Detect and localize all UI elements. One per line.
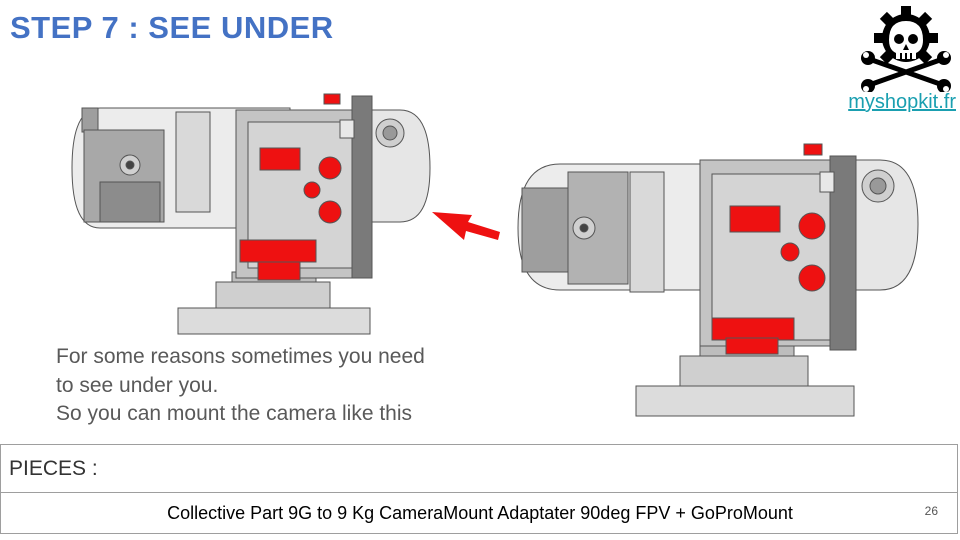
camera-mount-illustration [71, 93, 919, 417]
pieces-header-cell [0, 444, 958, 492]
parts-list-cell [0, 492, 958, 534]
gear-skull-wrench-logo-icon [861, 6, 951, 92]
mount-view-before [71, 93, 431, 335]
description-line: So you can mount the camera like this [56, 402, 413, 425]
description-line: to see under you. [56, 373, 219, 397]
parts-list-text: Collective Part 9G to 9 Kg CameraMount A… [167, 503, 793, 523]
description-text: For some reasons sometimes you need to s… [56, 343, 425, 429]
brand-link[interactable]: myshopkit.fr [848, 91, 956, 113]
page-number: 26 [924, 504, 938, 518]
mount-view-after [517, 143, 919, 417]
pieces-label: PIECES : [9, 457, 98, 480]
description-line: For some reasons sometimes you need [56, 345, 425, 368]
arrow-left-icon [432, 212, 500, 240]
slide-title: STEP 7 : SEE UNDER [10, 10, 334, 45]
